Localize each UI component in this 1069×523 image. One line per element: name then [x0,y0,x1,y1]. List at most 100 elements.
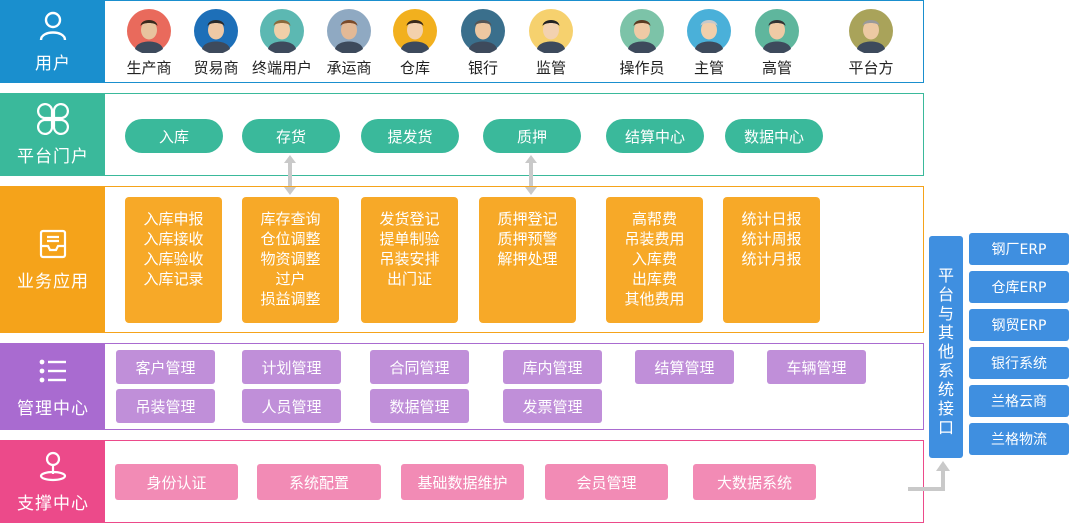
executive-avatar [755,9,799,53]
business-card-fees[interactable]: 高帮费吊装费用入库费出库费其他费用 [606,197,703,323]
mgmt-contract[interactable]: 合同管理 [370,350,469,384]
support-row: 支撑中心 身份认证 系统配置 基础数据维护 会员管理 大数据系统 [0,440,924,523]
four-petal-icon [37,103,69,135]
mgmt-settlement[interactable]: 结算管理 [635,350,734,384]
portal-pill-delivery[interactable]: 提发货 [361,119,459,153]
business-row-header: 业务应用 [1,187,105,332]
business-item: 库存查询 [260,210,321,228]
end-user-avatar [260,9,304,53]
business-card-statistics[interactable]: 统计日报统计周报统计月报 [723,197,820,323]
support-base-data[interactable]: 基础数据维护 [401,464,524,500]
business-item: 质押预警 [497,230,558,248]
interface-char: 其 [937,323,954,342]
business-item: 解押处理 [497,250,558,268]
user-icon [39,11,67,41]
external-system[interactable]: 兰格云商 [969,385,1069,417]
business-item: 出门证 [386,270,432,288]
portal-pill-pledge[interactable]: 质押 [483,119,581,153]
location-pin-icon [39,451,67,482]
user-label: 生产商 [126,59,172,77]
business-row: 业务应用 入库申报入库接收入库验收入库记录库存查询仓位调整物资调整过户损益调整发… [0,186,924,333]
user-trader: 贸易商 [181,9,251,78]
platform-avatar [849,9,893,53]
mgmt-customer[interactable]: 客户管理 [116,350,215,384]
support-identity-auth[interactable]: 身份认证 [115,464,238,500]
warehouse-avatar [393,9,437,53]
business-row-title: 业务应用 [17,272,89,292]
mgmt-plan[interactable]: 计划管理 [242,350,341,384]
business-card-pledge[interactable]: 质押登记质押预警解押处理 [479,197,576,323]
support-system-config[interactable]: 系统配置 [257,464,381,500]
external-system[interactable]: 银行系统 [969,347,1069,379]
business-item: 入库申报 [143,210,204,228]
mgmt-vehicle[interactable]: 车辆管理 [767,350,866,384]
user-label: 仓库 [399,59,430,77]
external-system[interactable]: 仓库ERP [969,271,1069,303]
business-item: 出库费 [631,270,677,288]
portal-pill-data-center[interactable]: 数据中心 [725,119,823,153]
business-item: 统计月报 [741,250,802,268]
support-row-title: 支撑中心 [17,494,89,514]
user-label: 平台方 [848,59,894,77]
platform-interface-bar: 平台与其他系统接口 [929,236,963,458]
user-label: 高管 [761,59,792,77]
business-card-inbound[interactable]: 入库申报入库接收入库验收入库记录 [125,197,222,323]
user-operator: 操作员 [607,9,677,78]
mgmt-data[interactable]: 数据管理 [370,389,469,423]
mgmt-invoice[interactable]: 发票管理 [503,389,602,423]
business-item: 统计周报 [741,230,802,248]
interface-char: 台 [937,285,954,304]
carrier-avatar [327,9,371,53]
external-system[interactable]: 钢厂ERP [969,233,1069,265]
producer-avatar [127,9,171,53]
external-system[interactable]: 钢贸ERP [969,309,1069,341]
mgmt-hoisting[interactable]: 吊装管理 [116,389,215,423]
external-system[interactable]: 兰格物流 [969,423,1069,455]
portal-row-header: 平台门户 [1,94,105,175]
users-row: 用户 生产商 贸易商 终端用户 承运 [0,0,924,83]
users-row-title: 用户 [35,54,71,74]
portal-row-title: 平台门户 [17,147,89,167]
elbow-arrow [908,461,950,491]
business-item: 过户 [275,270,306,288]
interface-char: 系 [937,361,954,380]
user-regulator: 监管 [516,9,586,78]
business-item: 入库验收 [143,250,204,268]
user-executive: 高管 [742,9,812,78]
business-item: 高帮费 [631,210,677,228]
portal-pill-inventory[interactable]: 存货 [242,119,340,153]
inbox-tray-icon [39,229,67,259]
business-item: 质押登记 [497,210,558,228]
user-warehouse: 仓库 [380,9,450,78]
interface-char: 平 [937,266,954,285]
user-label: 银行 [467,59,498,77]
support-row-header: 支撑中心 [1,441,105,522]
mgmt-personnel[interactable]: 人员管理 [242,389,341,423]
user-producer: 生产商 [114,9,184,78]
user-supervisor: 主管 [674,9,744,78]
interface-char: 统 [937,380,954,399]
user-label: 贸易商 [193,59,239,77]
business-item: 入库费 [631,250,677,268]
users-row-header: 用户 [1,1,105,82]
business-item: 入库接收 [143,230,204,248]
user-label: 主管 [693,59,724,77]
bank-avatar [461,9,505,53]
business-card-inventory[interactable]: 库存查询仓位调整物资调整过户损益调整 [242,197,339,323]
business-card-delivery[interactable]: 发货登记提单制验吊装安排出门证 [361,197,458,323]
interface-char: 与 [937,304,954,323]
support-membership[interactable]: 会员管理 [545,464,668,500]
mgmt-warehouse[interactable]: 库内管理 [503,350,602,384]
portal-pill-inbound[interactable]: 入库 [125,119,223,153]
user-label: 承运商 [326,59,372,77]
business-item: 吊装费用 [624,230,685,248]
interface-char: 他 [937,342,954,361]
management-row: 管理中心 客户管理 计划管理 合同管理 库内管理 结算管理 车辆管理 吊装管理 … [0,343,924,430]
support-big-data[interactable]: 大数据系统 [693,464,816,500]
business-item: 入库记录 [143,270,204,288]
business-item: 统计日报 [741,210,802,228]
trader-avatar [194,9,238,53]
business-item: 提单制验 [379,230,440,248]
user-end-user: 终端用户 [247,9,317,78]
portal-pill-settlement[interactable]: 结算中心 [606,119,704,153]
